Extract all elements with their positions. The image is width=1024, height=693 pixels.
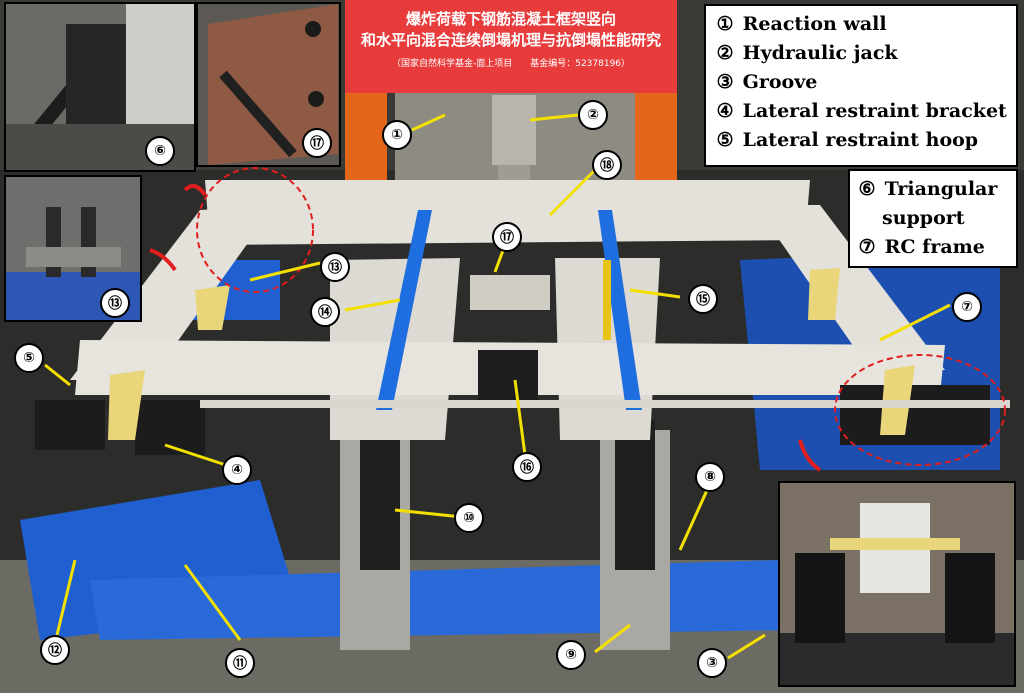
legend-item: ③ Groove xyxy=(716,71,818,93)
callout-15: ⑮ xyxy=(688,284,718,314)
red-arrow xyxy=(183,184,207,197)
legend-item: ④ Lateral restraint bracket xyxy=(716,100,1007,122)
callout-16: ⑯ xyxy=(512,452,542,482)
callout-10: ⑩ xyxy=(454,503,484,533)
callout-hydraulic-jack: ② xyxy=(578,100,608,130)
banner-line1: 爆炸荷载下钢筋混凝土框架竖向 xyxy=(406,10,616,28)
banner-line2: 和水平向混合连续倒塌机理与抗倒塌性能研究 xyxy=(361,31,661,49)
callout-13: ⑬ xyxy=(320,252,350,282)
legend-item: ⑥ Triangular xyxy=(858,178,998,200)
inset-lateral-restraint-photo xyxy=(778,481,1016,687)
legend-item: ② Hydraulic jack xyxy=(716,42,898,64)
callout-12: ⑫ xyxy=(40,635,70,665)
legend-item: support xyxy=(882,207,965,229)
legend-top: ① Reaction wall ② Hydraulic jack ③ Groov… xyxy=(704,4,1018,167)
callout-lateral-restraint-hoop: ⑤ xyxy=(14,343,44,373)
callout-17: ⑰ xyxy=(492,222,522,252)
dashed-highlight-circle xyxy=(196,167,314,293)
red-arrow xyxy=(798,439,822,472)
callout-lateral-restraint-bracket: ④ xyxy=(222,455,252,485)
legend-item: ⑤ Lateral restraint hoop xyxy=(716,129,979,151)
callout-17-inset: ⑰ xyxy=(302,128,332,158)
callout-triangular-support: ⑥ xyxy=(145,136,175,166)
callout-rc-frame: ⑦ xyxy=(952,292,982,322)
legend-side: ⑥ Triangular support ⑦ RC frame xyxy=(848,169,1018,268)
callout-groove: ③ xyxy=(697,648,727,678)
red-arrow xyxy=(149,248,177,272)
callout-9: ⑨ xyxy=(556,640,586,670)
callout-8: ⑧ xyxy=(695,462,725,492)
banner-line3: （国家自然科学基金-面上项目 基金编号：52378196） xyxy=(392,57,630,69)
callout-11: ⑪ xyxy=(225,648,255,678)
callout-18: ⑱ xyxy=(592,150,622,180)
dashed-highlight-circle xyxy=(834,354,1006,466)
legend-item: ① Reaction wall xyxy=(716,13,887,35)
legend-item: ⑦ RC frame xyxy=(858,236,985,258)
callout-14: ⑭ xyxy=(310,297,340,327)
callout-13-inset: ⑬ xyxy=(100,288,130,318)
callout-reaction-wall: ① xyxy=(382,120,412,150)
